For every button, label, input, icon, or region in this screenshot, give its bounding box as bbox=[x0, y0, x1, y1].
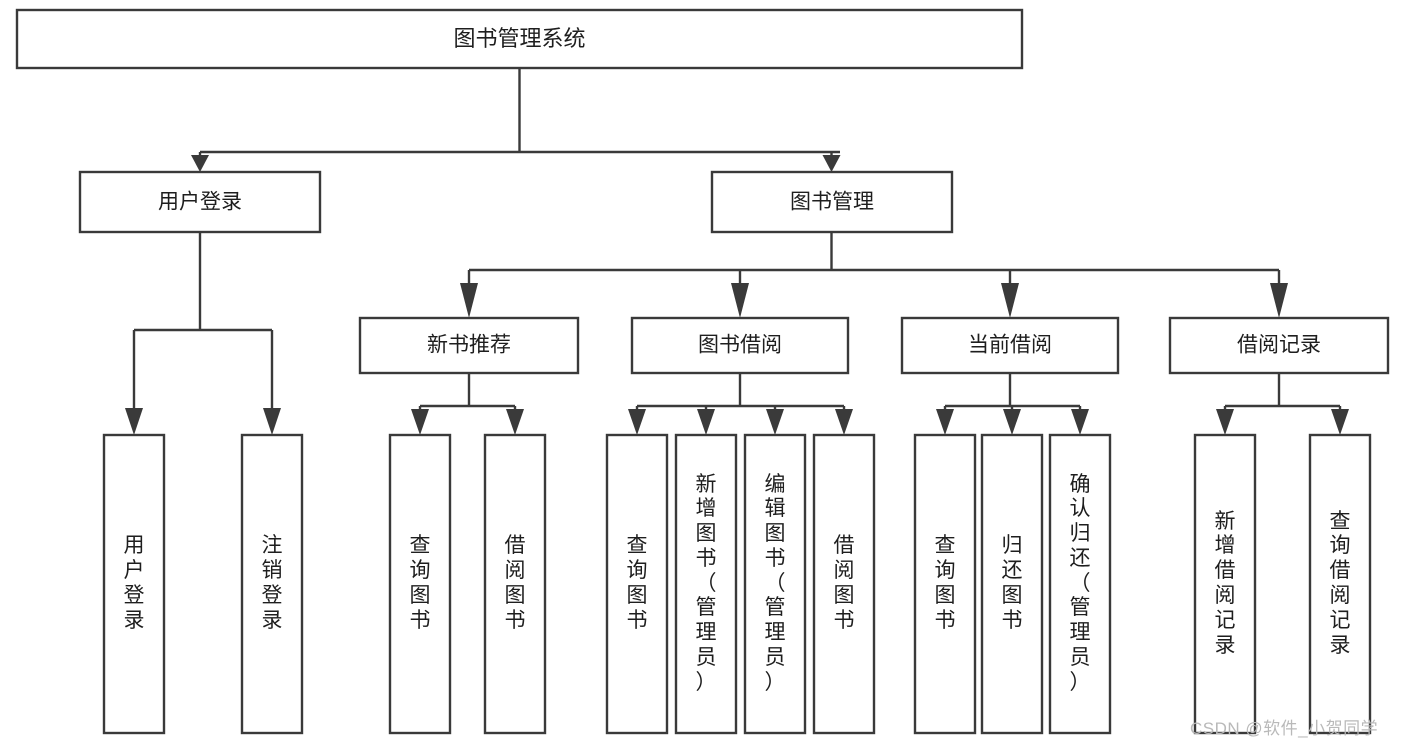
connector-root-to-level2 bbox=[191, 68, 841, 172]
arrow-head-leaf-user-login bbox=[125, 408, 143, 435]
node-user-login-label: 用户登录 bbox=[158, 191, 242, 214]
arrow-head-leaf-query-record bbox=[1331, 409, 1349, 435]
node-book-borrow[interactable] bbox=[630, 316, 850, 375]
node-root-label: 图书管理系统 bbox=[453, 26, 585, 51]
leaf-box-user-login[interactable] bbox=[102, 433, 166, 735]
arrow-head-new-book-recommend bbox=[460, 283, 478, 318]
node-new-book-recommend[interactable] bbox=[358, 316, 580, 375]
node-borrow-record[interactable] bbox=[1168, 316, 1390, 375]
arrow-head-leaf-query-book-2 bbox=[628, 409, 646, 435]
arrow-head-leaf-query-book-3 bbox=[936, 409, 954, 435]
leaf-box-borrow-book-1[interactable] bbox=[483, 433, 547, 735]
arrow-head-leaf-confirm-return bbox=[1071, 409, 1089, 435]
connector-userlogin-to-leaves bbox=[125, 232, 281, 435]
arrow-head-leaf-borrow-book-1 bbox=[506, 409, 524, 435]
arrow-head-borrow-record bbox=[1270, 283, 1288, 318]
arrow-head-leaf-add-record bbox=[1216, 409, 1234, 435]
leaf-box-query-borrow-record[interactable] bbox=[1308, 433, 1372, 735]
arrow-head-book-management bbox=[822, 155, 841, 172]
leaf-box-add-borrow-record[interactable] bbox=[1193, 433, 1257, 735]
connector-bookmgmt-to-level3 bbox=[460, 232, 1288, 318]
connector-borrowrecord-to-leaves bbox=[1216, 373, 1349, 435]
arrow-head-leaf-edit-book bbox=[766, 409, 784, 435]
arrow-head-leaf-query-book-1 bbox=[411, 409, 429, 435]
arrow-head-leaf-return-book bbox=[1003, 409, 1021, 435]
connector-currentborrow-to-leaves bbox=[936, 373, 1089, 435]
leaf-box-query-book-2[interactable] bbox=[605, 433, 669, 735]
leaf-box-edit-book[interactable] bbox=[743, 433, 807, 735]
leaf-box-logout[interactable] bbox=[240, 433, 304, 735]
arrow-head-user-login bbox=[191, 155, 209, 172]
arrow-head-leaf-add-book bbox=[697, 409, 715, 435]
node-book-borrow-label: 图书借阅 bbox=[698, 334, 782, 357]
leaf-box-confirm-return[interactable] bbox=[1048, 433, 1112, 735]
node-book-management-label: 图书管理 bbox=[790, 191, 874, 214]
leaf-box-borrow-book-2[interactable] bbox=[812, 433, 876, 735]
leaf-box-query-book-1[interactable] bbox=[388, 433, 452, 735]
connector-newbook-to-leaves bbox=[411, 373, 524, 435]
connector-bookborrow-to-leaves bbox=[628, 373, 853, 435]
node-book-management[interactable] bbox=[710, 170, 954, 234]
arrow-head-current-borrow bbox=[1001, 283, 1019, 318]
node-current-borrow-label: 当前借阅 bbox=[968, 334, 1052, 357]
arrow-head-book-borrow bbox=[731, 283, 749, 318]
arrow-head-leaf-logout bbox=[263, 408, 281, 435]
arrow-head-leaf-borrow-book-2 bbox=[835, 409, 853, 435]
node-new-book-recommend-label: 新书推荐 bbox=[427, 334, 511, 357]
leaf-box-query-book-3[interactable] bbox=[913, 433, 977, 735]
node-user-login[interactable] bbox=[78, 170, 322, 234]
node-current-borrow[interactable] bbox=[900, 316, 1120, 375]
leaf-box-add-book[interactable] bbox=[674, 433, 738, 735]
node-root-book-management-system[interactable] bbox=[15, 8, 1024, 70]
csdn-watermark: CSDN @软件_小贺同学 bbox=[1190, 719, 1379, 738]
leaf-box-return-book[interactable] bbox=[980, 433, 1044, 735]
node-borrow-record-label: 借阅记录 bbox=[1237, 334, 1321, 357]
